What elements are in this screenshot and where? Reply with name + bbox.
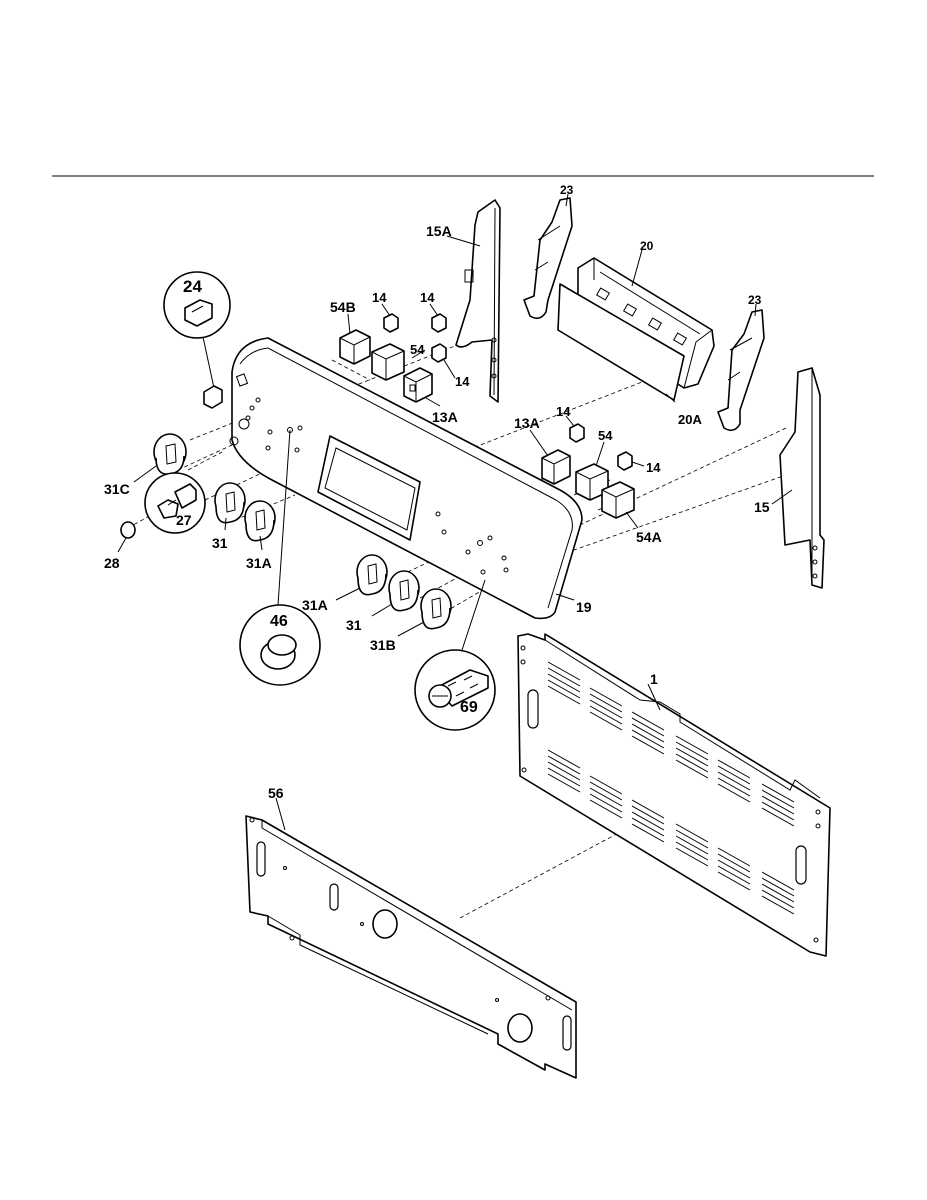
label-20A: 20A: [678, 412, 702, 427]
label-14-e: 14: [646, 460, 661, 475]
label-28: 28: [104, 555, 120, 571]
part-13A-switch-lower: [541, 449, 571, 485]
part-56-lower-panel: [245, 815, 577, 1079]
label-14-b: 14: [420, 290, 435, 305]
part-14-clip-e: [617, 451, 633, 471]
part-14-clip-a: [383, 313, 399, 333]
label-31A-right: 31A: [302, 597, 328, 613]
label-14-d: 14: [556, 404, 571, 419]
label-46: 46: [270, 613, 288, 630]
part-31A-knob-right: [356, 554, 388, 596]
label-31C: 31C: [104, 481, 130, 497]
label-54B: 54B: [330, 299, 356, 315]
part-54A-switch: [601, 481, 635, 519]
part-14-clip-b: [431, 313, 447, 333]
part-54-switch-upper: [371, 343, 405, 381]
part-31B-knob: [420, 588, 452, 630]
label-23-a: 23: [560, 183, 574, 197]
label-31A-left: 31A: [246, 555, 272, 571]
part-19-control-panel: [229, 337, 583, 620]
part-20A-overlay: [557, 283, 685, 401]
part-23-bracket-lower: [717, 309, 765, 432]
part-31-knob-right: [388, 570, 420, 612]
part-23-bracket-upper: [523, 197, 573, 320]
part-15-side-bracket: [779, 367, 825, 589]
part-31C-knob: [153, 433, 187, 475]
part-15A-side-bracket: [455, 199, 501, 403]
label-13A-lower: 13A: [514, 415, 540, 431]
label-1: 1: [650, 671, 658, 687]
part-69-detail: [414, 579, 496, 731]
part-13A-switch-upper: [403, 367, 433, 403]
part-labels: 15A 23 20 23 24 54B 14 14 54 14 13A 20A …: [104, 183, 770, 801]
label-20: 20: [640, 239, 654, 253]
label-56: 56: [268, 785, 284, 801]
label-54A: 54A: [636, 529, 662, 545]
label-24: 24: [183, 277, 202, 296]
label-54-upper: 54: [410, 342, 425, 357]
label-15: 15: [754, 499, 770, 515]
part-14-clip-d: [569, 423, 585, 443]
label-54-lower: 54: [598, 428, 613, 443]
part-14-clip-c: [431, 343, 447, 363]
label-69: 69: [460, 699, 478, 716]
part-1-rear-panel: [517, 633, 831, 957]
label-31-right: 31: [346, 617, 362, 633]
label-14-c: 14: [455, 374, 470, 389]
part-31A-knob-left: [244, 500, 276, 542]
label-13A-upper: 13A: [432, 409, 458, 425]
vent-grid: [547, 661, 795, 915]
label-31-left: 31: [212, 535, 228, 551]
label-19: 19: [576, 599, 592, 615]
label-23-b: 23: [748, 293, 762, 307]
label-31B: 31B: [370, 637, 396, 653]
part-46-detail: [239, 429, 321, 686]
label-27: 27: [176, 512, 192, 528]
part-54B-switch: [339, 329, 371, 365]
part-24-detail: [163, 271, 231, 409]
label-15A: 15A: [426, 223, 452, 239]
part-28-plug: [120, 521, 136, 539]
label-14-a: 14: [372, 290, 387, 305]
part-31-knob-left: [214, 482, 246, 524]
leader-lines: [117, 193, 793, 831]
part-27-detail: [144, 472, 206, 534]
